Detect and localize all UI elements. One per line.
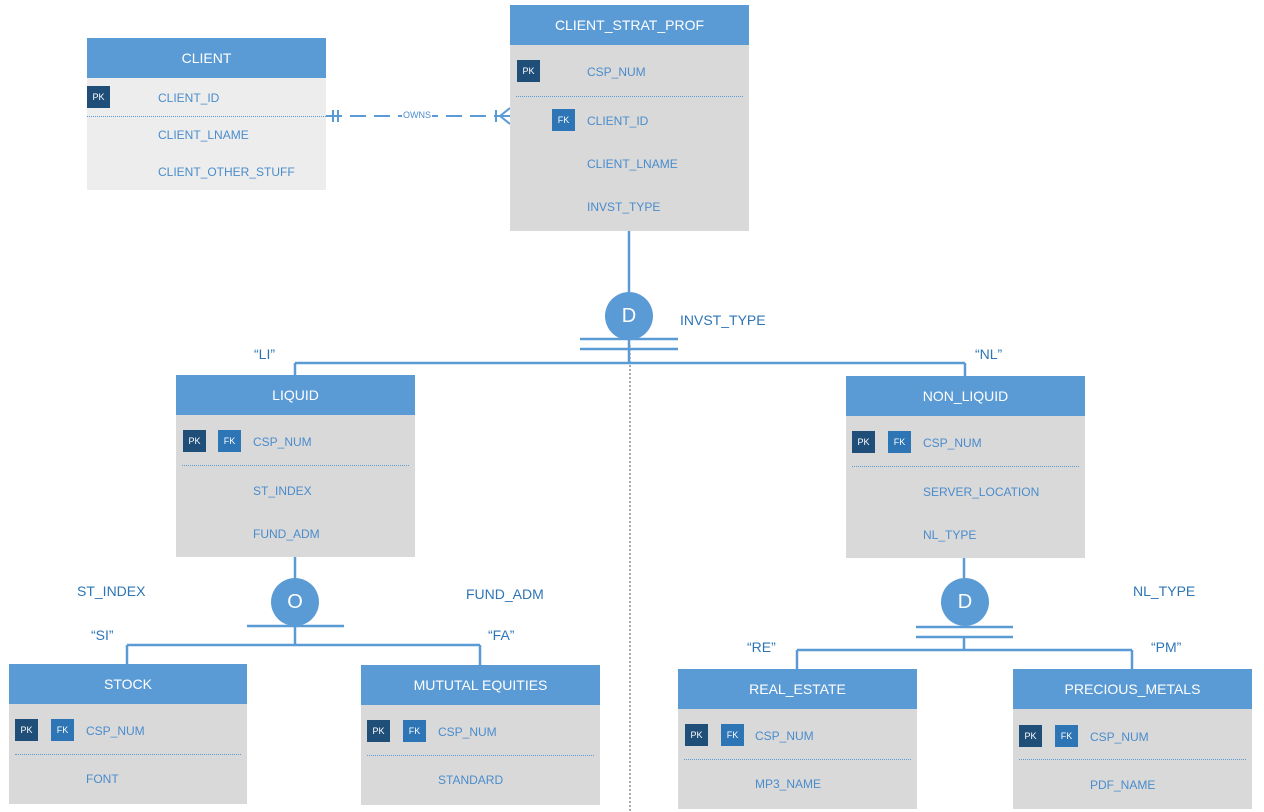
field-row: FONT — [9, 767, 247, 791]
key-separator — [15, 754, 241, 755]
field-csp-num: CSP_NUM — [1090, 730, 1149, 744]
entity-stock[interactable]: STOCK PK FK CSP_NUM FONT — [9, 664, 247, 804]
overlap-symbol-liquid: O — [271, 578, 319, 626]
subtype-value-si: “SI” — [91, 627, 114, 643]
field-row: MP3_NAME — [678, 772, 917, 796]
discriminator-st-index: ST_INDEX — [77, 583, 146, 599]
field-row: FUND_ADM — [176, 522, 415, 546]
fk-badge: FK — [1055, 725, 1078, 747]
field-client-id: CLIENT_ID — [158, 91, 220, 105]
fk-badge: FK — [552, 109, 575, 131]
pk-badge: PK — [367, 720, 390, 742]
field-row: CLIENT_OTHER_STUFF — [87, 160, 326, 184]
entity-real-estate[interactable]: REAL_ESTATE PK FK CSP_NUM MP3_NAME — [678, 669, 917, 809]
relationship-owns-label: OWNS — [402, 110, 432, 120]
field-row: SERVER_LOCATION — [846, 480, 1085, 504]
entity-stock-title: STOCK — [9, 664, 247, 704]
field-row: PK FK CSP_NUM — [176, 430, 415, 454]
field-row: PK FK CSP_NUM — [1013, 725, 1252, 749]
field-row: PK FK CSP_NUM — [846, 431, 1085, 455]
field-csp-num: CSP_NUM — [755, 729, 814, 743]
entity-mututal-equities-title: MUTUTAL EQUITIES — [361, 665, 600, 705]
field-invst-type: INVST_TYPE — [587, 200, 661, 214]
field-client-lname: CLIENT_LNAME — [587, 157, 678, 171]
entity-non-liquid-title: NON_LIQUID — [846, 376, 1085, 416]
field-csp-num: CSP_NUM — [86, 724, 145, 738]
pk-badge: PK — [87, 86, 110, 108]
subtype-value-fa: “FA” — [488, 627, 515, 643]
field-standard: STANDARD — [438, 773, 504, 787]
pk-badge: PK — [517, 60, 540, 82]
fk-badge: FK — [218, 430, 241, 452]
field-csp-num: CSP_NUM — [253, 435, 312, 449]
field-row: PDF_NAME — [1013, 773, 1252, 797]
entity-liquid[interactable]: LIQUID PK FK CSP_NUM ST_INDEX FUND_ADM — [176, 375, 415, 557]
field-st-index: ST_INDEX — [253, 484, 312, 498]
field-row: STANDARD — [361, 768, 600, 792]
field-mp3-name: MP3_NAME — [755, 777, 822, 791]
field-row: PK FK CSP_NUM — [361, 720, 600, 744]
field-csp-num: CSP_NUM — [438, 725, 497, 739]
entity-precious-metals[interactable]: PRECIOUS_METALS PK FK CSP_NUM PDF_NAME — [1013, 669, 1252, 809]
pk-badge: PK — [1019, 725, 1042, 747]
entity-non-liquid[interactable]: NON_LIQUID PK FK CSP_NUM SERVER_LOCATION… — [846, 376, 1085, 558]
field-server-location: SERVER_LOCATION — [923, 485, 1040, 499]
entity-client-strat-prof-title: CLIENT_STRAT_PROF — [510, 5, 749, 45]
key-separator — [87, 116, 326, 117]
key-separator — [852, 466, 1079, 467]
field-row: CLIENT_LNAME — [510, 152, 749, 176]
discriminator-nl-type: NL_TYPE — [1133, 583, 1196, 599]
entity-precious-metals-title: PRECIOUS_METALS — [1013, 669, 1252, 709]
pk-badge: PK — [852, 431, 875, 453]
field-csp-num: CSP_NUM — [587, 65, 646, 79]
disjoint-symbol-invst: D — [605, 292, 653, 340]
key-separator — [516, 96, 743, 97]
fk-badge: FK — [403, 720, 426, 742]
field-fund-adm: FUND_ADM — [253, 527, 320, 541]
entity-client-strat-prof[interactable]: CLIENT_STRAT_PROF PK CSP_NUM FK CLIENT_I… — [510, 5, 749, 231]
pk-badge: PK — [685, 724, 708, 746]
field-client-other-stuff: CLIENT_OTHER_STUFF — [158, 165, 295, 179]
field-row: PK CLIENT_ID — [87, 86, 326, 110]
key-separator — [684, 759, 911, 760]
field-row: FK CLIENT_ID — [510, 109, 749, 133]
pk-badge: PK — [15, 719, 38, 741]
disjoint-symbol-non-liquid: D — [941, 578, 989, 626]
field-nl-type: NL_TYPE — [923, 528, 977, 542]
key-separator — [1019, 759, 1246, 760]
entity-liquid-title: LIQUID — [176, 375, 415, 415]
subtype-value-li: “LI” — [254, 346, 275, 362]
entity-client-title: CLIENT — [87, 38, 326, 78]
entity-client[interactable]: CLIENT PK CLIENT_ID CLIENT_LNAME CLIENT_… — [87, 38, 326, 190]
field-row: PK CSP_NUM — [510, 60, 749, 84]
field-row: PK FK CSP_NUM — [9, 719, 247, 743]
field-row: PK FK CSP_NUM — [678, 724, 917, 748]
subtype-value-pm: “PM” — [1151, 639, 1182, 655]
field-pdf-name: PDF_NAME — [1090, 778, 1156, 792]
fk-badge: FK — [888, 431, 911, 453]
key-separator — [367, 755, 594, 756]
entity-mututal-equities[interactable]: MUTUTAL EQUITIES PK FK CSP_NUM STANDARD — [361, 665, 600, 805]
discriminator-fund-adm: FUND_ADM — [466, 586, 544, 602]
field-csp-num: CSP_NUM — [923, 436, 982, 450]
field-row: ST_INDEX — [176, 479, 415, 503]
fk-badge: FK — [51, 719, 74, 741]
discriminator-invst-type: INVST_TYPE — [680, 312, 766, 328]
subtype-value-nl: “NL” — [975, 346, 1003, 362]
field-client-id: CLIENT_ID — [587, 114, 649, 128]
key-separator — [182, 465, 409, 466]
field-row: INVST_TYPE — [510, 195, 749, 219]
pk-badge: PK — [183, 430, 206, 452]
field-row: NL_TYPE — [846, 523, 1085, 547]
field-row: CLIENT_LNAME — [87, 123, 326, 147]
subtype-value-re: “RE” — [747, 639, 776, 655]
field-font: FONT — [86, 772, 119, 786]
field-client-lname: CLIENT_LNAME — [158, 128, 249, 142]
fk-badge: FK — [721, 724, 744, 746]
entity-real-estate-title: REAL_ESTATE — [678, 669, 917, 709]
